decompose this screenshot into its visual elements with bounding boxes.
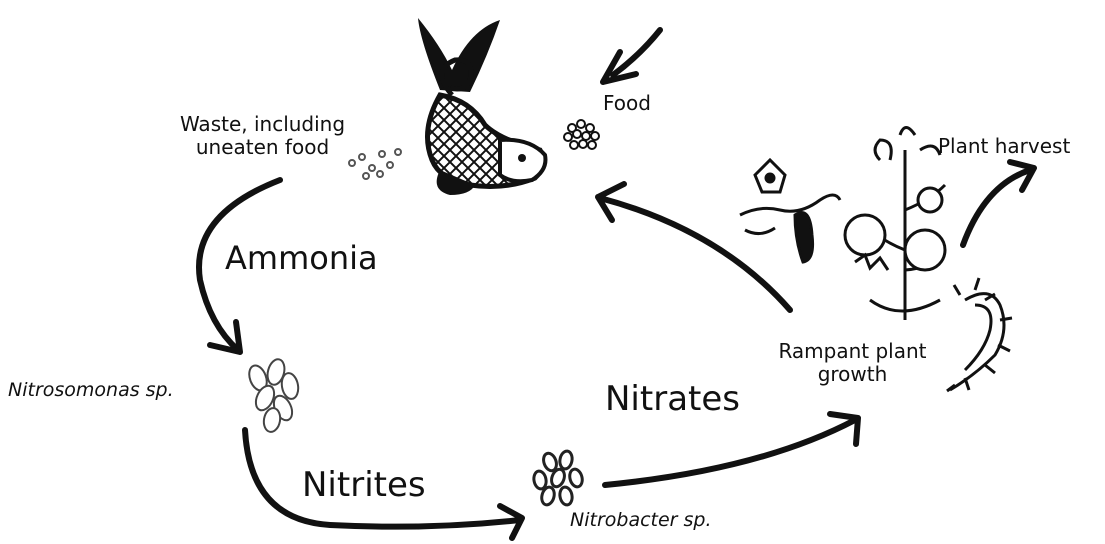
food-label: Food — [603, 92, 651, 115]
food-pellets-icon — [564, 120, 599, 149]
harvest-arrow — [963, 162, 1034, 245]
nitrosomonas-bacteria-icon — [246, 357, 300, 433]
rampant-growth-line2: growth — [760, 363, 945, 386]
nitrobacter-label: Nitrobacter sp. — [570, 510, 712, 532]
plant-harvest-label: Plant harvest — [938, 135, 1070, 158]
waste-label-line1: Waste, including — [155, 113, 370, 136]
nitrates-arrow — [605, 414, 858, 485]
nitrates-label: Nitrates — [605, 380, 740, 419]
nitrosomonas-label: Nitrosomonas sp. — [8, 380, 174, 402]
food-arrow — [603, 30, 660, 82]
nitrites-label: Nitrites — [302, 466, 426, 505]
ammonia-label: Ammonia — [225, 240, 378, 277]
vegetable-icon — [740, 160, 840, 262]
uptake-arrow — [598, 184, 790, 310]
plant-icon — [845, 128, 945, 321]
centipede-icon — [947, 278, 1012, 391]
rampant-growth-line1: Rampant plant — [760, 340, 945, 363]
rampant-growth-label: Rampant plant growth — [760, 340, 945, 386]
waste-label: Waste, including uneaten food — [155, 113, 370, 159]
nitrobacter-bacteria-icon — [533, 450, 585, 506]
fish-icon — [418, 18, 545, 195]
waste-label-line2: uneaten food — [155, 136, 370, 159]
